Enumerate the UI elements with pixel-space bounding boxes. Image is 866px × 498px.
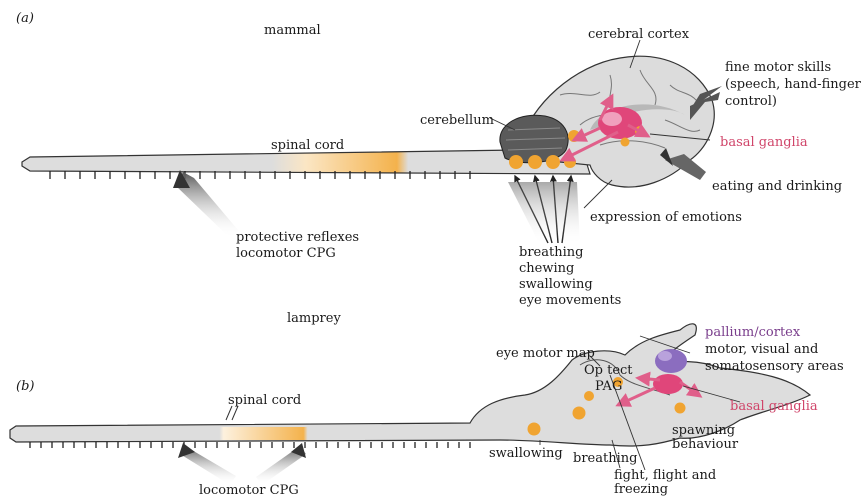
label-locomotor-cpg-a: locomotor CPG (236, 246, 336, 261)
label-motor-areas-1: motor, visual and (705, 342, 818, 357)
label-spawning-2: behaviour (672, 437, 739, 452)
label-swallowing-b: swallowing (489, 446, 563, 461)
label-basal-ganglia-b: basal ganglia (730, 399, 818, 414)
label-op-tect: Op tect (584, 363, 633, 378)
label-spinal-cord-b: spinal cord (228, 393, 301, 408)
lamprey-cord-ticks (30, 442, 470, 448)
label-locomotor-cpg-b: locomotor CPG (199, 483, 299, 498)
label-pallium: pallium/cortex (705, 325, 801, 340)
panel-a-tag: (a) (16, 11, 34, 26)
label-fine-motor-1: fine motor skills (725, 60, 831, 75)
label-fine-motor-2: (speech, hand-finger (725, 77, 862, 92)
label-cerebral-cortex: cerebral cortex (588, 27, 690, 42)
label-breathing-a: breathing (519, 245, 583, 260)
label-reflexes: protective reflexes (236, 230, 359, 245)
lamprey-pallium (655, 349, 687, 373)
panel-b-title: lamprey (287, 311, 341, 326)
label-fine-motor-3: control) (725, 94, 777, 109)
label-spinal-cord-a: spinal cord (271, 138, 344, 153)
label-cerebellum: cerebellum (420, 113, 494, 128)
label-fight-2: freezing (614, 482, 668, 497)
cord-break-mark (226, 406, 238, 420)
label-motor-areas-2: somatosensory areas (705, 359, 844, 374)
panel-b-tag: (b) (16, 379, 34, 394)
label-pag: PAG (595, 379, 622, 394)
lamprey-basal-ganglia (653, 374, 683, 394)
panel-a: (a) mammal (16, 11, 862, 308)
label-eating: eating and drinking (712, 179, 842, 194)
label-eye-motor-map: eye motor map (496, 346, 595, 361)
label-chewing: chewing (519, 261, 574, 276)
lamprey-cord-highlight (160, 427, 365, 440)
label-breathing-b: breathing (573, 451, 637, 466)
label-fight-1: fight, flight and (614, 468, 716, 483)
label-basal-ganglia-a: basal ganglia (720, 135, 808, 150)
panel-b: lamprey (b) (10, 311, 844, 498)
label-swallowing-a: swallowing (519, 277, 593, 292)
label-eye-movements: eye movements (519, 293, 621, 308)
label-emotions: expression of emotions (590, 210, 742, 225)
label-spawning-1: spawning (672, 423, 735, 438)
panel-a-title: mammal (264, 23, 321, 38)
